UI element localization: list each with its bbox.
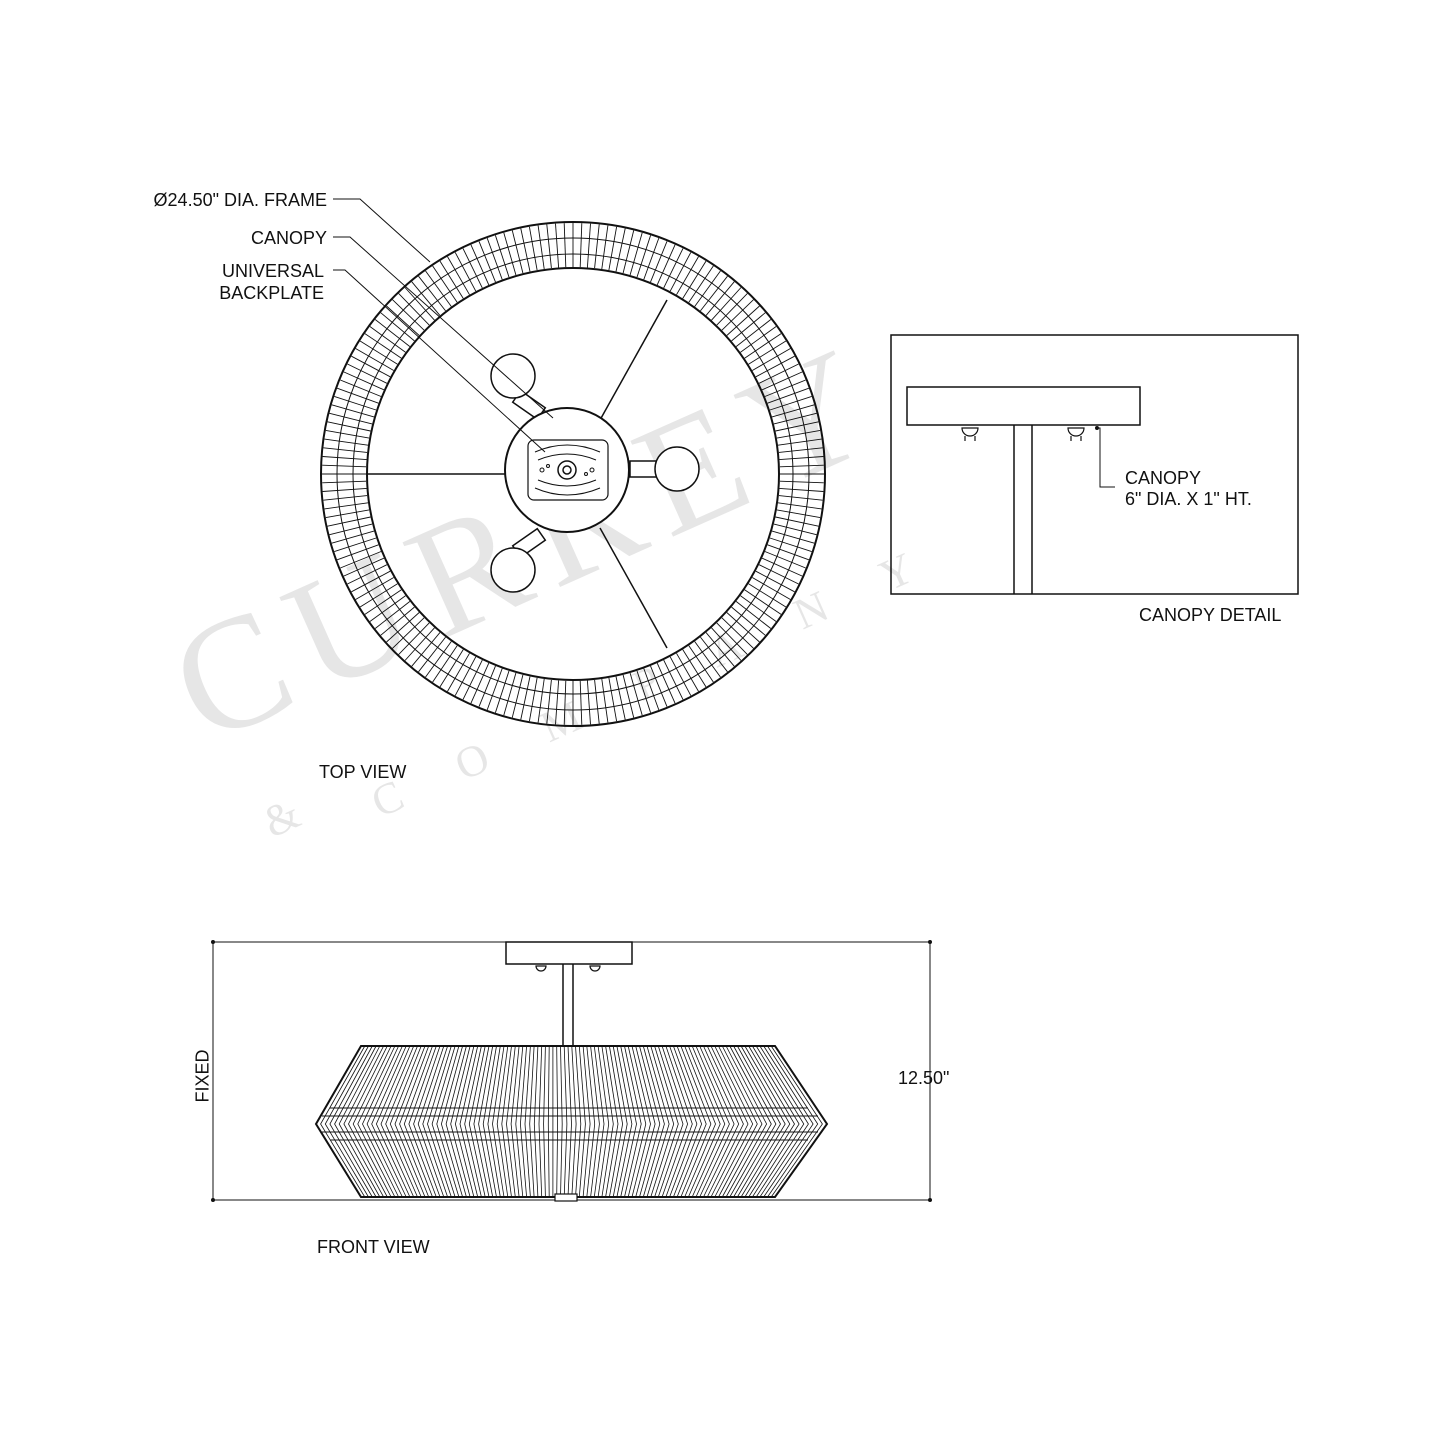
bulb-upper-left: [490, 353, 536, 399]
front-view-height-value: 12.50": [898, 1068, 950, 1088]
spoke-lower-right: [599, 527, 668, 649]
leader-frame: [333, 198, 431, 263]
frame-outer-circle: [320, 221, 826, 727]
canopy-detail-callout-1: CANOPY: [1125, 468, 1202, 488]
canopy-detail-plate: [906, 386, 1141, 426]
front-shade-pleats: [320, 1045, 823, 1198]
front-canopy: [505, 941, 633, 965]
canopy-detail-drawing: [890, 334, 1299, 595]
canopy-circle: [504, 407, 630, 533]
leader-canopy: [333, 236, 554, 419]
center-nut-outer: [557, 460, 577, 480]
canopy-detail-callout-2: 6" DIA. X 1" HT.: [1125, 489, 1252, 509]
front-screw-right: [589, 965, 601, 972]
backplate-slots: [534, 444, 601, 496]
bulb-right: [654, 446, 700, 492]
bulb-lower-left: [490, 547, 536, 593]
ring-mid-line-2: [352, 253, 794, 695]
front-view-height-label: FIXED: [192, 1049, 213, 1103]
callout-frame-label: Ø24.50" DIA. FRAME: [153, 190, 327, 210]
universal-backplate: [527, 439, 609, 501]
watermark-ampersand: &: [256, 788, 307, 847]
center-nut-inner: [562, 465, 572, 475]
ring-mid-line-1: [336, 237, 810, 711]
top-view-title: TOP VIEW: [319, 762, 407, 782]
watermark: CURREY COMPANY &: [147, 306, 978, 847]
front-view-title: FRONT VIEW: [317, 1237, 430, 1257]
top-view-leaders: [333, 198, 554, 453]
canopy-detail-frame: [890, 334, 1299, 595]
callout-backplate-label-2: BACKPLATE: [219, 283, 324, 303]
arm-right: [629, 460, 659, 478]
leader-backplate: [333, 269, 546, 453]
callout-canopy-label: CANOPY: [250, 228, 327, 248]
ring-pleats: [322, 223, 824, 725]
spoke-upper-right: [599, 299, 668, 421]
front-shade-outline: [314, 1045, 829, 1198]
canopy-detail-screw-right: [1067, 427, 1085, 441]
callout-backplate-label-1: UNIVERSAL: [221, 261, 324, 281]
leader-canopy-detail: [1097, 427, 1115, 488]
top-view-drawing: [320, 221, 826, 727]
front-view-drawing: [211, 940, 932, 1202]
front-finial: [554, 1193, 578, 1202]
canopy-detail-title: CANOPY DETAIL: [1139, 605, 1282, 625]
canopy-detail-screw-left: [961, 427, 979, 441]
front-screw-left: [535, 965, 547, 972]
